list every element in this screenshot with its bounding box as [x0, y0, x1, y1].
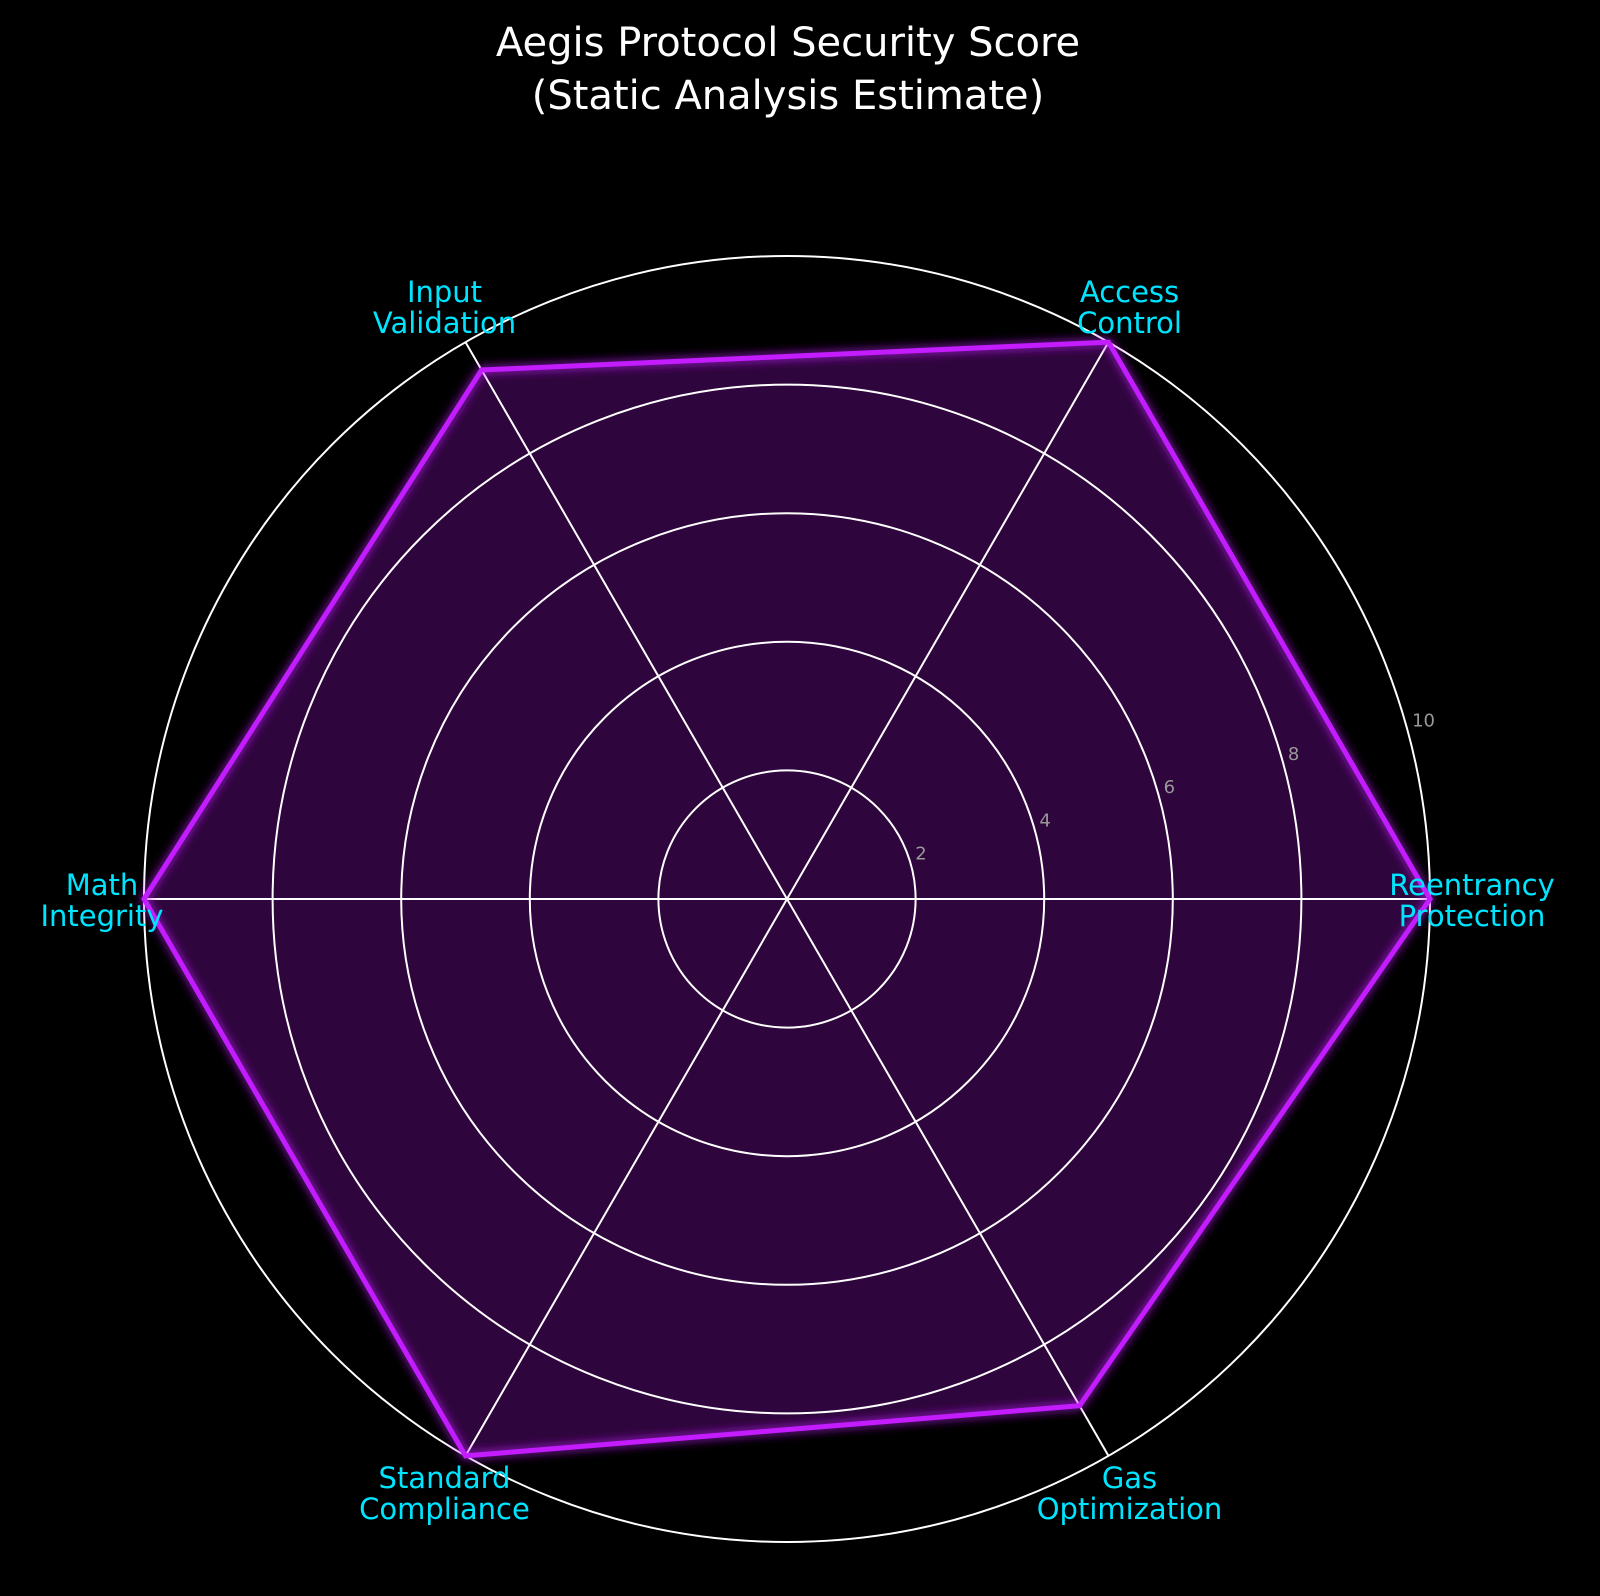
- axis-label-line: Control: [1077, 306, 1182, 340]
- axis-label-line: Integrity: [40, 899, 163, 933]
- spoke-line: [786, 898, 1110, 1457]
- r-tick-label: 6: [1164, 777, 1175, 798]
- r-tick-label: 8: [1288, 744, 1299, 765]
- axis-label-line: Protection: [1399, 899, 1546, 933]
- axis-label-line: Input: [407, 275, 482, 309]
- axis-label-line: Gas: [1102, 1461, 1157, 1495]
- axis-label-line: Validation: [373, 306, 516, 340]
- axis-label-line: Math: [66, 868, 139, 902]
- axis-label-line: Reentrancy: [1389, 868, 1554, 902]
- r-tick-label: 2: [915, 844, 926, 865]
- r-tick-label: 4: [1039, 810, 1050, 831]
- axis-label-line: Compliance: [359, 1492, 530, 1526]
- spoke-line: [786, 341, 1110, 900]
- spoke-line: [464, 341, 788, 900]
- axis-label-line: Optimization: [1037, 1492, 1223, 1526]
- chart-title-line1: Aegis Protocol Security Score: [496, 20, 1080, 66]
- chart-title-line2: (Static Analysis Estimate): [532, 73, 1045, 119]
- axis-label-line: Standard: [379, 1461, 511, 1495]
- spoke-line: [464, 898, 788, 1457]
- r-tick-label: 10: [1412, 711, 1435, 732]
- axis-label-line: Access: [1080, 275, 1179, 309]
